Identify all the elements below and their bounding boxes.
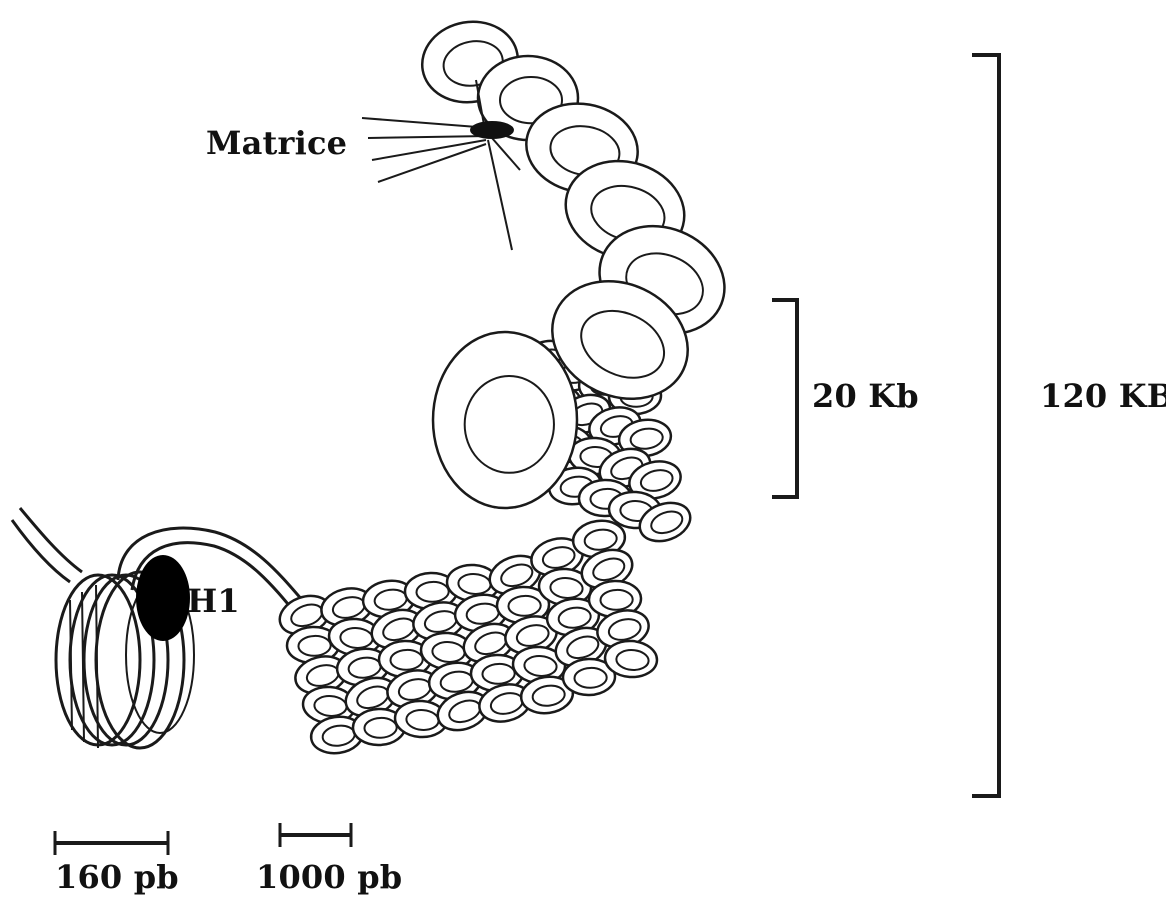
domain-120kb-label: 120 KB bbox=[1040, 377, 1166, 415]
histone-h1 bbox=[136, 555, 190, 641]
scale-bar-1000pb bbox=[280, 823, 351, 847]
scale-bar-160pb bbox=[55, 831, 168, 855]
scale-1000pb-label: 1000 pb bbox=[256, 858, 402, 896]
loop-ring bbox=[433, 332, 577, 508]
scale-160pb-label: 160 pb bbox=[55, 858, 179, 896]
bracket-120kb bbox=[972, 55, 999, 796]
bracket-20kb bbox=[772, 300, 797, 497]
matrix-label: Matrice bbox=[206, 124, 347, 162]
loop-20kb-label: 20 Kb bbox=[812, 377, 919, 415]
histone-h1-label: H1 bbox=[187, 582, 240, 620]
dna-strand bbox=[12, 508, 82, 582]
